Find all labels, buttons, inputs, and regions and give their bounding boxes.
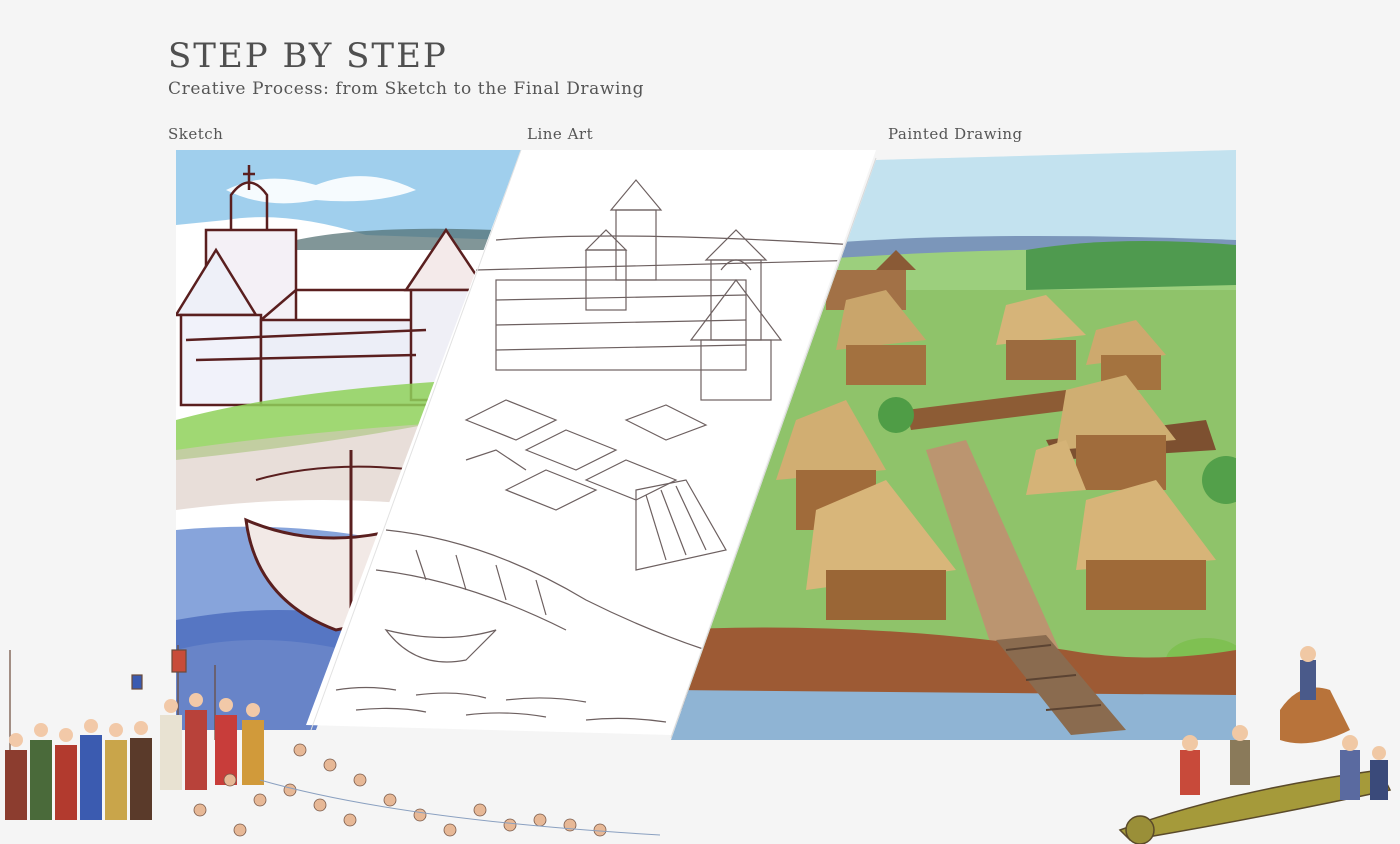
stage-label-sketch: Sketch — [168, 125, 224, 143]
page-title: STEP BY STEP — [168, 36, 448, 76]
page-subtitle: Creative Process: from Sketch to the Fin… — [168, 79, 645, 99]
illustration-panel — [166, 150, 1236, 740]
stage-label-line-art: Line Art — [527, 125, 594, 143]
crowd-illustration — [5, 645, 661, 837]
idol-figures-illustration — [1118, 646, 1392, 844]
stage-label-painted: Painted Drawing — [888, 125, 1023, 143]
painted-section — [671, 150, 1236, 740]
